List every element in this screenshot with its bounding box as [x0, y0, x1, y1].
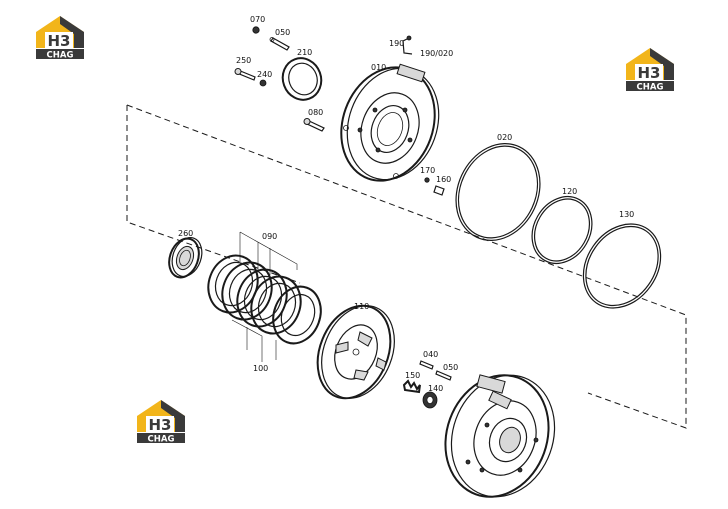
- logo-word: CHAG: [47, 51, 74, 61]
- logo-word: CHAG: [148, 435, 175, 445]
- label-160: 160: [436, 175, 451, 184]
- label-190: 190: [389, 39, 404, 48]
- part-090-100-disc-pack: [207, 231, 322, 362]
- brand-logo-bottom-left: H3 CHAG: [133, 396, 189, 444]
- label-140: 140: [428, 384, 443, 393]
- part-210-seal-ring: [281, 57, 323, 101]
- part-040-pin: [419, 360, 434, 370]
- house-logo-icon: H3 CHAG: [36, 16, 84, 61]
- label-050-lower: 050: [443, 363, 458, 372]
- part-140-nut: [422, 391, 438, 409]
- label-040: 040: [423, 350, 438, 359]
- part-120-oring: [531, 196, 593, 264]
- brand-logo-top-left: H3 CHAG: [32, 12, 88, 60]
- label-240: 240: [257, 70, 272, 79]
- label-190-020: 190/020: [420, 49, 453, 58]
- part-240-nut: [259, 79, 267, 87]
- part-050-pin: [269, 37, 290, 51]
- part-150-spring: [402, 379, 421, 394]
- logo-mark: H3: [48, 32, 71, 50]
- part-130-oring: [582, 223, 662, 309]
- logo-mark: H3: [149, 416, 172, 434]
- part-080-bolt: [303, 118, 325, 132]
- part-110-piston: [316, 304, 395, 400]
- label-150: 150: [405, 371, 420, 380]
- part-020-oring: [455, 143, 541, 241]
- part-010-housing: [340, 63, 440, 182]
- logo-mark: H3: [638, 64, 661, 82]
- label-080: 080: [308, 108, 323, 117]
- part-170-ball: [424, 177, 430, 183]
- part-160-plug: [433, 185, 445, 196]
- label-110: 110: [354, 302, 369, 311]
- label-130: 130: [619, 210, 634, 219]
- part-190-clip: [402, 35, 413, 55]
- label-070: 070: [250, 15, 265, 24]
- part-260-hub: [168, 237, 203, 279]
- part-050-pin-lower: [435, 370, 452, 381]
- label-010: 010: [371, 63, 386, 72]
- logo-word: CHAG: [637, 83, 664, 93]
- label-250: 250: [236, 56, 251, 65]
- part-pump-body: [444, 374, 556, 498]
- part-250-bolt: [234, 68, 256, 81]
- label-120: 120: [562, 187, 577, 196]
- house-logo-icon: H3 CHAG: [137, 400, 185, 445]
- house-logo-icon: H3 CHAG: [626, 48, 674, 93]
- label-020: 020: [497, 133, 512, 142]
- label-210: 210: [297, 48, 312, 57]
- label-100: 100: [253, 364, 268, 373]
- label-170: 170: [420, 166, 435, 175]
- label-260: 260: [178, 229, 193, 238]
- label-050-top: 050: [275, 28, 290, 37]
- brand-logo-top-right: H3 CHAG: [622, 44, 678, 92]
- assembly-dashed-outline: [126, 104, 687, 429]
- label-090: 090: [262, 232, 277, 241]
- part-070-nut: [252, 26, 260, 34]
